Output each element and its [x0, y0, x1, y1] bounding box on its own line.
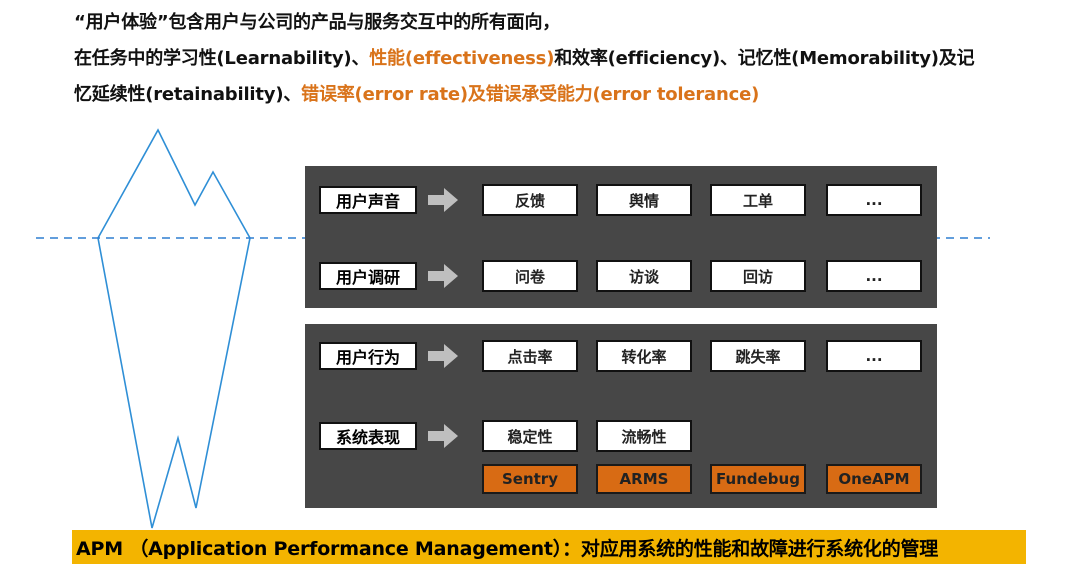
- right-arrow-icon: [428, 264, 458, 288]
- right-arrow-icon: [428, 188, 458, 212]
- item-more: ...: [826, 340, 922, 372]
- item-more: ...: [826, 260, 922, 292]
- iceberg-bottom-outline: [97, 237, 251, 529]
- row-label-user-research: 用户调研: [319, 262, 417, 290]
- intro-line-1: “用户体验”包含用户与公司的产品与服务交互中的所有面向，: [74, 8, 560, 34]
- apm-definition-banner: APM （Application Performance Management）…: [72, 530, 1026, 564]
- row-label-system-performance: 系统表现: [319, 422, 417, 450]
- intro-text: 在任务中的学习性(Learnability)、: [74, 48, 370, 69]
- item-bounce-rate: 跳失率: [710, 340, 806, 372]
- item-questionnaire: 问卷: [482, 260, 578, 292]
- intro-line-2: 在任务中的学习性(Learnability)、性能(effectiveness)…: [74, 44, 975, 70]
- iceberg-top-outline: [97, 128, 251, 239]
- item-feedback: 反馈: [482, 184, 578, 216]
- tool-arms: ARMS: [596, 464, 692, 494]
- user-feedback-panel: 用户声音 反馈 舆情 工单 ... 用户调研 问卷 访谈 回访 ...: [305, 166, 937, 308]
- intro-text: 忆延续性(retainability)、: [74, 84, 302, 105]
- intro-highlight: 错误率(error rate)及错误承受能力(error tolerance): [301, 84, 760, 105]
- item-more: ...: [826, 184, 922, 216]
- tool-oneapm: OneAPM: [826, 464, 922, 494]
- row-label-user-behavior: 用户行为: [319, 342, 417, 370]
- right-arrow-icon: [428, 344, 458, 368]
- right-arrow-icon: [428, 424, 458, 448]
- item-public-opinion: 舆情: [596, 184, 692, 216]
- item-stability: 稳定性: [482, 420, 578, 452]
- behavior-performance-panel: 用户行为 点击率 转化率 跳失率 ... 系统表现 稳定性 流畅性 Sentry…: [305, 324, 937, 508]
- item-interview: 访谈: [596, 260, 692, 292]
- intro-highlight: 性能(effectiveness): [369, 48, 555, 69]
- item-revisit: 回访: [710, 260, 806, 292]
- item-ticket: 工单: [710, 184, 806, 216]
- item-smoothness: 流畅性: [596, 420, 692, 452]
- tool-sentry: Sentry: [482, 464, 578, 494]
- row-label-user-voice: 用户声音: [319, 186, 417, 214]
- item-conversion-rate: 转化率: [596, 340, 692, 372]
- intro-line-3: 忆延续性(retainability)、错误率(error rate)及错误承受…: [74, 80, 759, 106]
- item-click-rate: 点击率: [482, 340, 578, 372]
- apm-definition-text: APM （Application Performance Management）…: [76, 537, 939, 560]
- intro-text: “用户体验”包含用户与公司的产品与服务交互中的所有面向，: [74, 12, 561, 33]
- intro-text: 和效率(efficiency)、记忆性(Memorability)及记: [554, 48, 975, 69]
- tool-fundebug: Fundebug: [710, 464, 806, 494]
